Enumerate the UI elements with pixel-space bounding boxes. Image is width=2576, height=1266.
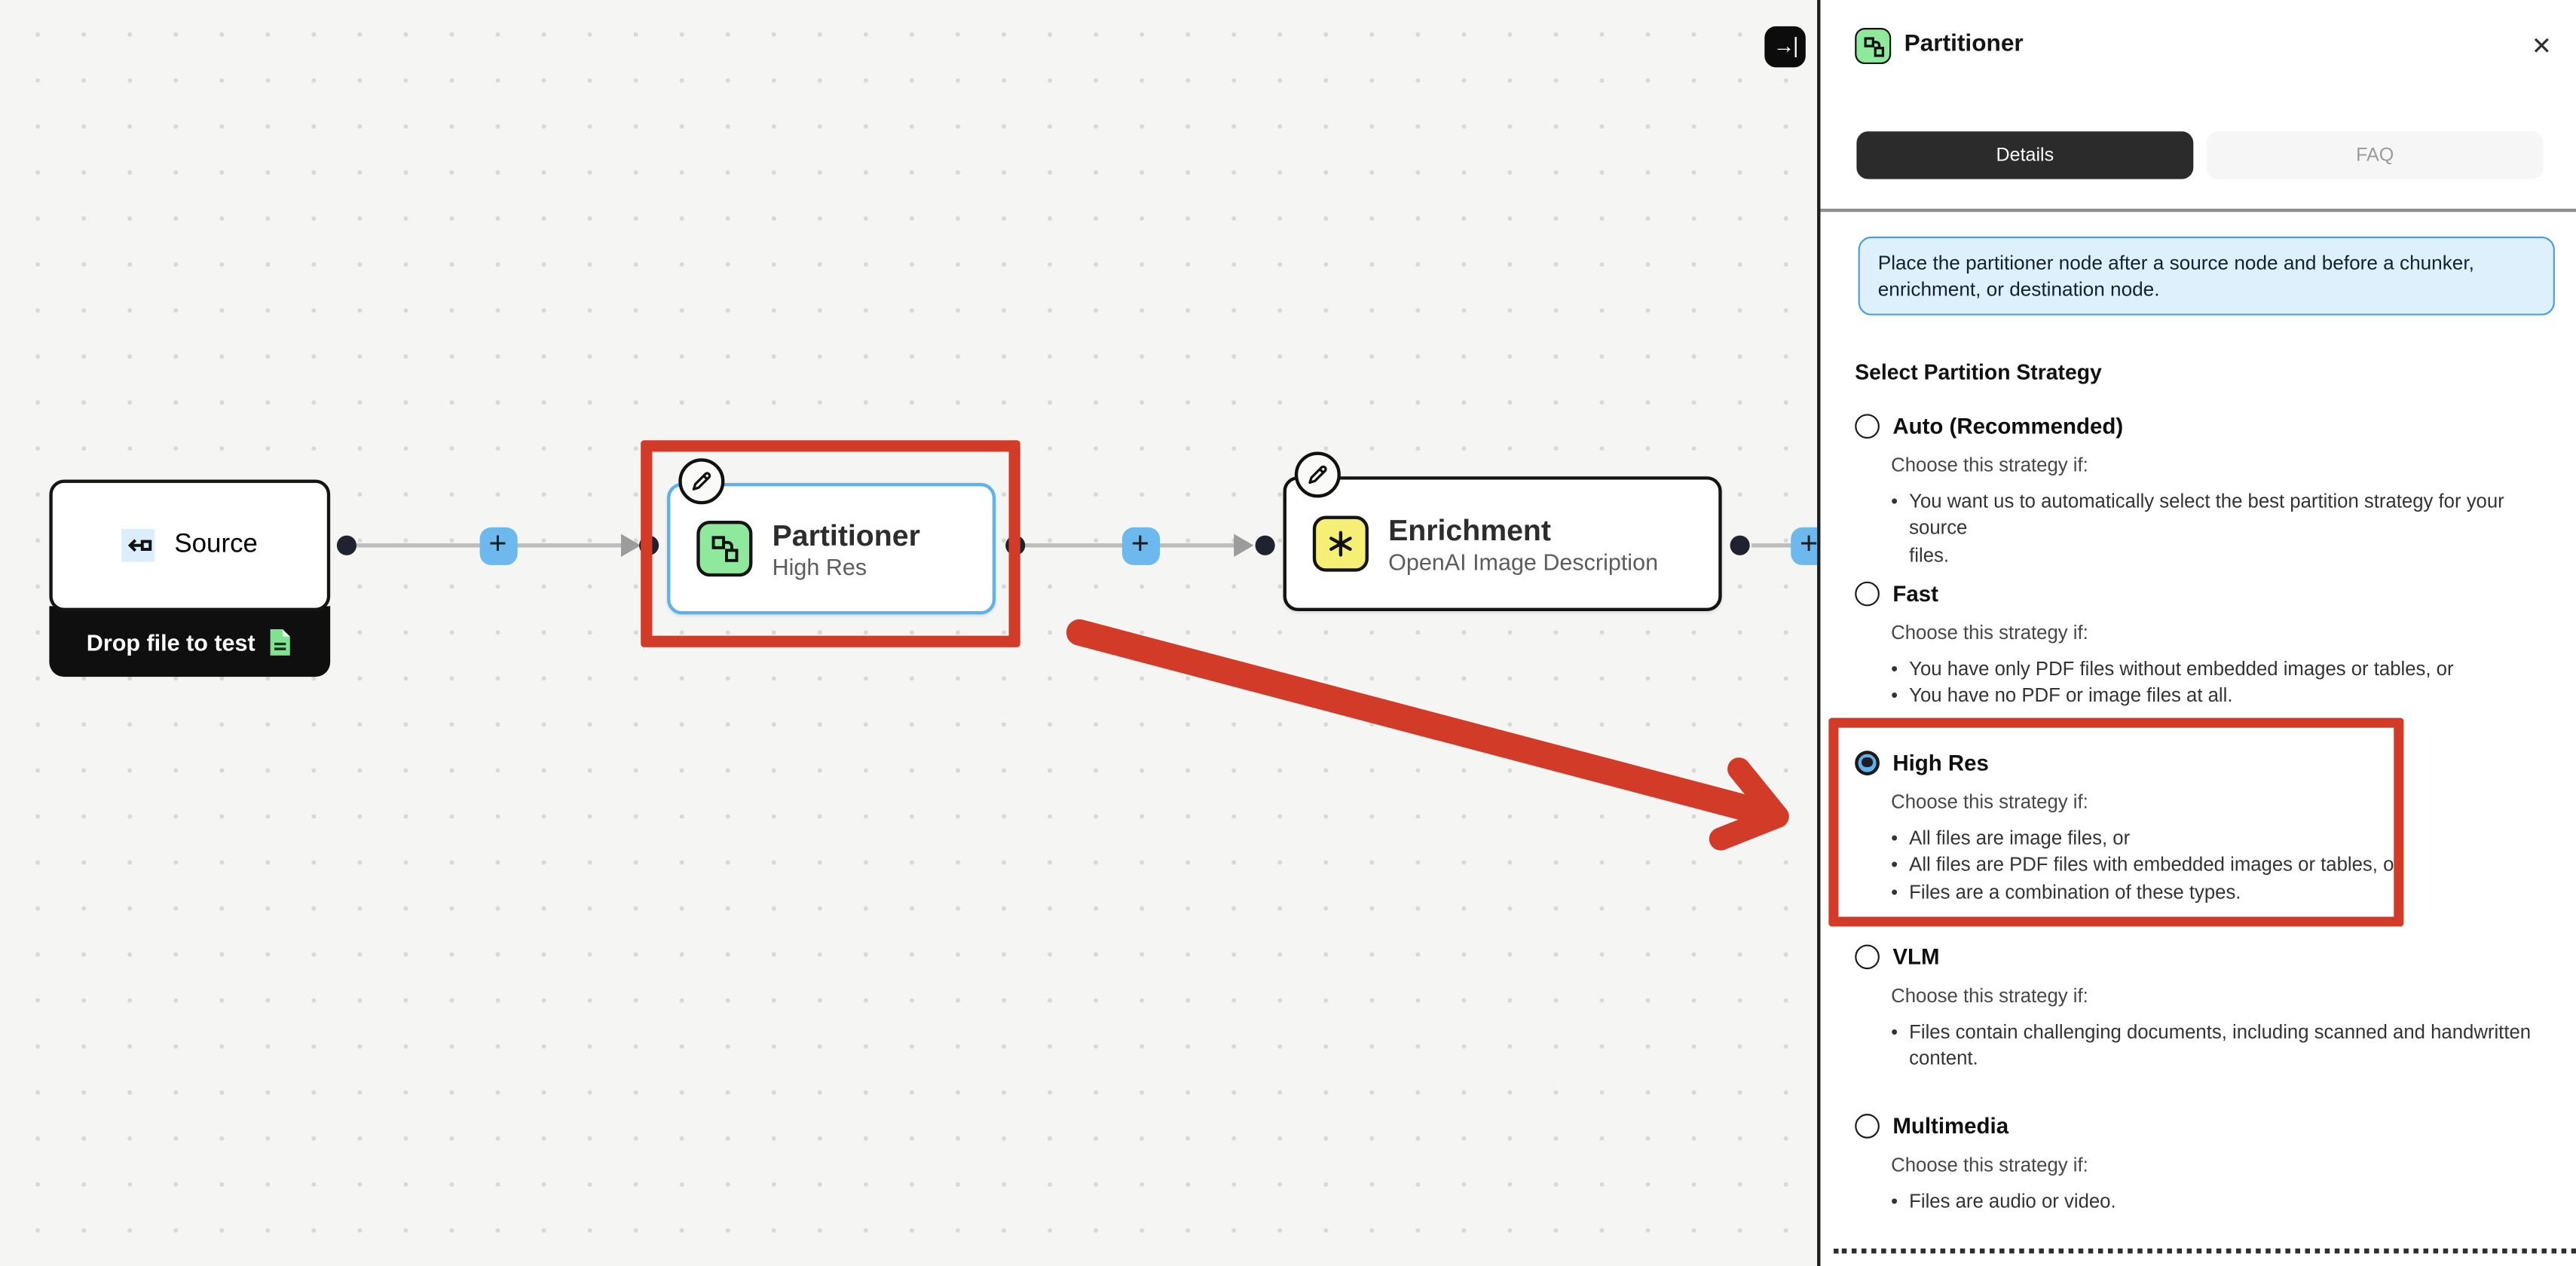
- strategy-heading: Select Partition Strategy: [1855, 359, 2102, 385]
- partitioner-node-title: Partitioner: [772, 518, 920, 552]
- edit-partitioner-button[interactable]: [678, 458, 725, 505]
- enrichment-node[interactable]: Enrichment OpenAI Image Description: [1283, 476, 1722, 611]
- source-node-title: Source: [174, 531, 258, 559]
- strategy-bullet: Files contain challenging documents, inc…: [1891, 1019, 2545, 1073]
- source-node[interactable]: Source Drop file to test: [49, 479, 331, 677]
- partitioner-node[interactable]: Partitioner High Res: [667, 482, 996, 615]
- partitioner-icon: [696, 521, 753, 577]
- radio-high-res[interactable]: [1855, 750, 1880, 775]
- radio-multimedia[interactable]: [1855, 1112, 1880, 1138]
- strategy-bullet: Files are audio or video.: [1891, 1188, 2545, 1215]
- section-divider: [1833, 1248, 2576, 1254]
- enrichment-node-subtitle: OpenAI Image Description: [1388, 548, 1659, 574]
- tab-faq[interactable]: FAQ: [2206, 131, 2544, 179]
- strategy-bullet: You want us to automatically select the …: [1891, 488, 2545, 568]
- partitioner-icon: [1855, 28, 1892, 65]
- tab-divider: [1820, 208, 2576, 213]
- collapse-panel-button[interactable]: →|: [1764, 26, 1806, 68]
- strategy-label: Auto (Recommended): [1892, 413, 2124, 438]
- collapse-panel-icon: →|: [1773, 32, 1799, 58]
- radio-vlm[interactable]: [1855, 943, 1880, 969]
- panel-header: Partitioner ✕: [1820, 0, 2576, 92]
- source-icon: [121, 528, 155, 562]
- strategy-option-high-res: High Res Choose this strategy if: All fi…: [1855, 749, 2545, 906]
- panel-tabs: Details FAQ: [1856, 131, 2544, 179]
- panel-title: Partitioner: [1904, 31, 2024, 58]
- strategy-bullet: All files are PDF files with embedded im…: [1891, 852, 2545, 879]
- pencil-icon: [1308, 465, 1327, 485]
- choose-prompt: Choose this strategy if:: [1891, 790, 2088, 814]
- strategy-option-multimedia: Multimedia Choose this strategy if: File…: [1855, 1112, 2545, 1215]
- strategy-bullet: Files are a combination of these types.: [1891, 879, 2545, 906]
- strategy-option-auto: Auto (Recommended) Choose this strategy …: [1855, 412, 2545, 569]
- choose-prompt: Choose this strategy if:: [1891, 1153, 2088, 1176]
- add-node-button[interactable]: +: [479, 526, 517, 564]
- drop-file-badge[interactable]: Drop file to test: [49, 606, 331, 677]
- enrichment-output-handle[interactable]: [1730, 535, 1750, 555]
- workflow-canvas[interactable]: Source Drop file to test: [0, 0, 1818, 1266]
- strategy-bullet: You have only PDF files without embedded…: [1891, 656, 2545, 683]
- edit-enrichment-button[interactable]: [1294, 451, 1341, 498]
- strategy-label: Fast: [1892, 580, 1938, 606]
- strategy-label: Multimedia: [1892, 1112, 2009, 1138]
- close-icon[interactable]: ✕: [2531, 32, 2553, 61]
- source-node-card[interactable]: Source: [49, 479, 331, 611]
- partitioner-input-handle[interactable]: [639, 535, 659, 555]
- strategy-bullet: You have no PDF or image files at all.: [1891, 683, 2545, 710]
- enrichment-node-title: Enrichment: [1388, 513, 1551, 546]
- source-output-handle[interactable]: [336, 535, 357, 555]
- placement-info-box: Place the partitioner node after a sourc…: [1858, 236, 2555, 316]
- strategy-option-vlm: VLM Choose this strategy if: Files conta…: [1855, 943, 2545, 1072]
- enrichment-icon: [1312, 515, 1369, 572]
- strategy-label: High Res: [1892, 750, 1989, 775]
- partitioner-node-subtitle: High Res: [772, 552, 867, 579]
- radio-fast[interactable]: [1855, 580, 1880, 606]
- choose-prompt: Choose this strategy if:: [1891, 453, 2088, 477]
- add-node-button[interactable]: +: [1790, 526, 1818, 564]
- choose-prompt: Choose this strategy if:: [1891, 621, 2088, 644]
- add-node-button[interactable]: +: [1121, 526, 1159, 564]
- partitioner-config-panel: Partitioner ✕ Details FAQ Place the part…: [1817, 0, 2576, 1266]
- file-icon: [271, 628, 291, 655]
- strategy-label: VLM: [1892, 943, 1940, 969]
- partitioner-output-handle[interactable]: [1005, 535, 1026, 555]
- choose-prompt: Choose this strategy if:: [1891, 983, 2088, 1008]
- strategy-option-fast: Fast Choose this strategy if: You have o…: [1855, 580, 2545, 710]
- drop-file-label: Drop file to test: [86, 628, 255, 655]
- tab-details[interactable]: Details: [1856, 131, 2194, 179]
- enrichment-input-handle[interactable]: [1255, 535, 1275, 555]
- strategy-bullet: All files are image files, or: [1891, 824, 2545, 852]
- radio-auto[interactable]: [1855, 413, 1880, 438]
- pencil-icon: [692, 472, 711, 491]
